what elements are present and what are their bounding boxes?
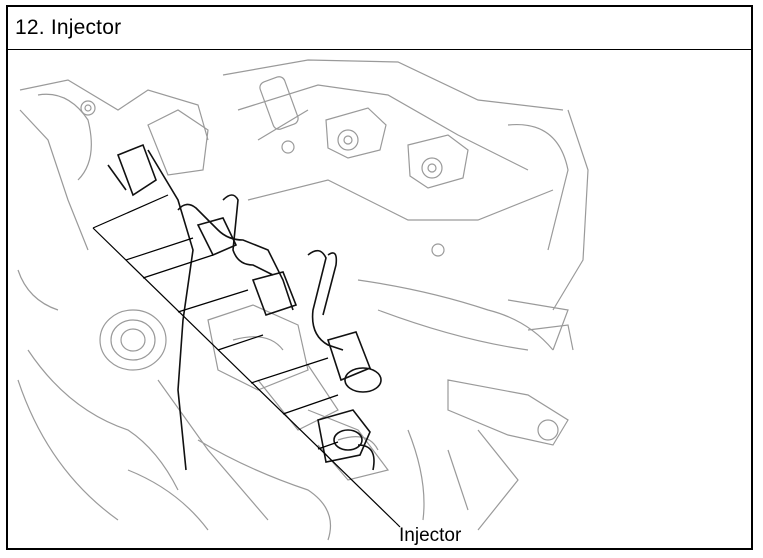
injector-callout-label: Injector bbox=[399, 525, 462, 546]
fuel-rail-and-injectors bbox=[107, 143, 382, 471]
figure-frame: 12. Injector bbox=[6, 5, 753, 550]
section-header: 12. Injector bbox=[8, 7, 751, 50]
section-title: 12. Injector bbox=[15, 16, 122, 39]
background-engine-lines bbox=[17, 59, 589, 541]
engine-illustration: Injector bbox=[8, 50, 751, 548]
engine-drawing: Injector bbox=[17, 59, 589, 546]
callout-leaders bbox=[92, 194, 401, 528]
